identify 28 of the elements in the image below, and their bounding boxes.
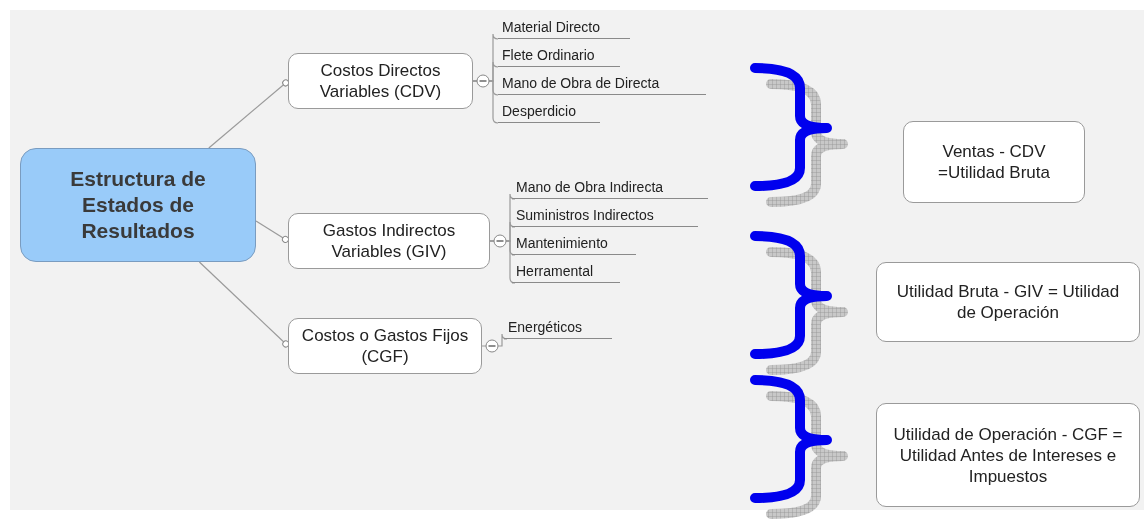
topic-text: Ventas - CDV =Utilidad Bruta (937, 141, 1051, 183)
connector-line (198, 261, 290, 348)
connector-line (255, 220, 289, 243)
subtopic-text: Suministros Indirectos (516, 207, 654, 223)
subtopic-text: Mano de Obra Indirecta (516, 179, 664, 195)
formula-box (903, 121, 1085, 203)
subtopic-text: Energéticos (508, 319, 582, 335)
topic-box (288, 213, 490, 269)
subtopic-text: Material Directo (502, 19, 601, 35)
topic-box (288, 53, 473, 109)
subtopic-text: Herramental (516, 263, 594, 279)
topic-text: Utilidad de Operación - CGF = Utilidad Antes de Intereses e Impuestos (892, 423, 1124, 487)
central-topic-box (20, 148, 256, 262)
connector-line (208, 79, 290, 149)
subtopic-text: Desperdicio (502, 103, 576, 119)
subtopic-text: Flete Ordinario (502, 47, 595, 63)
topic-text: Gastos Indirectos Variables (GIV) (321, 220, 457, 262)
connector-line (472, 80, 499, 124)
subtopic-text: Mantenimiento (516, 235, 608, 251)
subtopic-text: Mano de Obra de Directa (502, 75, 660, 91)
topic-text: Costos o Gastos Fijos (CGF) (300, 325, 470, 367)
topic-text: Estructura de Estados de Resultados (69, 166, 207, 244)
topic-text: Utilidad Bruta - GIV = Utilidad de Operación (895, 281, 1121, 323)
formula-box (876, 403, 1140, 507)
topic-box (288, 318, 482, 374)
formula-box (876, 262, 1140, 342)
topic-text: Costos Directos Variables (CDV) (318, 60, 443, 102)
connector-line (489, 240, 516, 284)
